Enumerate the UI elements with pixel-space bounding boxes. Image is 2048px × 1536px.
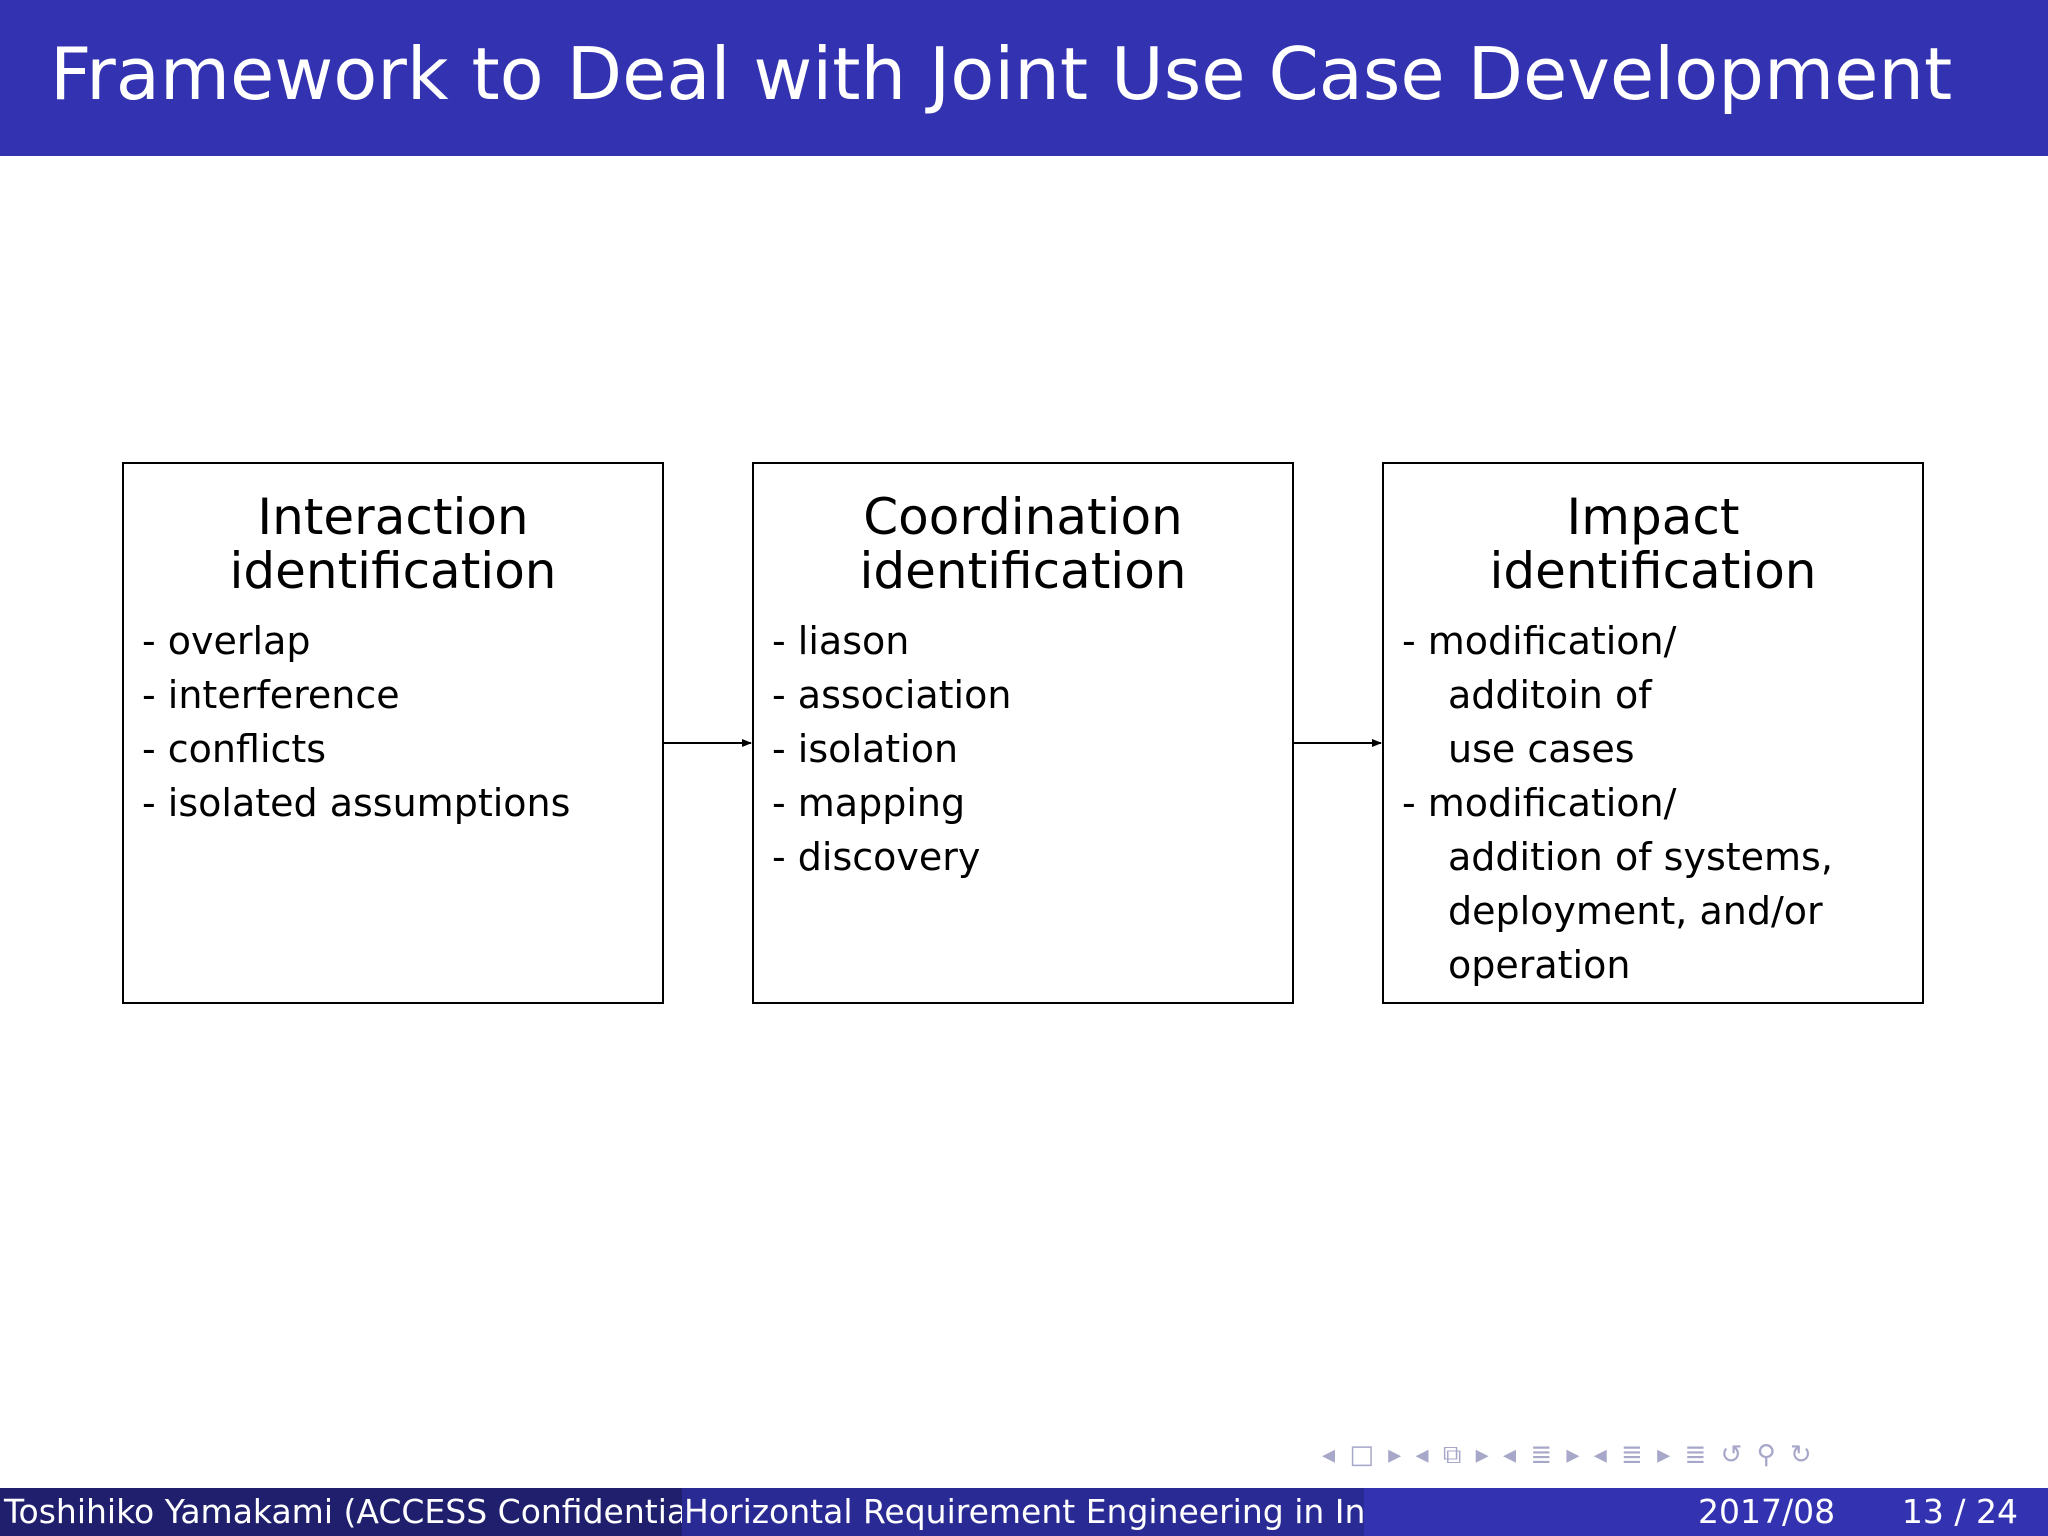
list-item: - association: [772, 673, 1012, 717]
interaction-identification-box: Interaction identification - overlap - i…: [122, 462, 664, 1004]
impact-identification-box: Impact identification - modification/ ad…: [1382, 462, 1924, 1004]
slide-title: Framework to Deal with Joint Use Case De…: [50, 32, 1953, 116]
footer-bar: Toshihiko Yamakami (ACCESS Confidential)…: [0, 1488, 2048, 1536]
box-title-line: identification: [229, 542, 557, 600]
box-title: Interaction identification: [124, 490, 662, 598]
box-title-line: Impact: [1566, 488, 1740, 546]
list-item: - conflicts: [142, 727, 327, 771]
list-item: - interference: [142, 673, 400, 717]
footer-date-page: 2017/08 13 / 24: [1364, 1488, 2048, 1536]
list-item: - isolated assumptions: [142, 781, 571, 825]
subsection-icon[interactable]: ⧉: [1442, 1440, 1462, 1470]
box-item-list: - liason - association - isolation - map…: [772, 614, 1284, 884]
title-bar: Framework to Deal with Joint Use Case De…: [0, 0, 2048, 156]
list-item: - liason: [772, 619, 910, 663]
list-item-continuation: addition of systems,: [1448, 835, 1833, 879]
nav-next-icon[interactable]: ▸: [1566, 1440, 1580, 1470]
zoom-icon[interactable]: ⚲: [1756, 1440, 1776, 1470]
box-title: Impact identification: [1384, 490, 1922, 598]
footer-author: Toshihiko Yamakami (ACCESS Confidential): [0, 1488, 682, 1536]
search-icon[interactable]: ↺: [1720, 1440, 1743, 1470]
list-item: - modification/: [1402, 781, 1677, 825]
box-item-list: - modification/ additoin of use cases - …: [1402, 614, 1914, 992]
coordination-identification-box: Coordination identification - liason - a…: [752, 462, 1294, 1004]
box-title: Coordination identification: [754, 490, 1292, 598]
box-title-line: Interaction: [257, 488, 529, 546]
box-title-line: Coordination: [863, 488, 1183, 546]
refresh-icon[interactable]: ↻: [1789, 1440, 1812, 1470]
footer-page-number: 13 / 24: [1901, 1492, 2018, 1531]
nav-prev-icon[interactable]: ◂: [1593, 1440, 1607, 1470]
box-title-line: identification: [859, 542, 1187, 600]
section-icon[interactable]: ≣: [1530, 1440, 1553, 1470]
list-item: - isolation: [772, 727, 959, 771]
nav-prev-icon[interactable]: ◂: [1503, 1440, 1517, 1470]
list-item-continuation: deployment, and/or: [1448, 889, 1823, 933]
list-item: - overlap: [142, 619, 311, 663]
nav-next-icon[interactable]: ▸: [1475, 1440, 1489, 1470]
list-item: - discovery: [772, 835, 981, 879]
footer-author-text: Toshihiko Yamakami (ACCESS Confidential): [4, 1492, 682, 1531]
box-title-line: identification: [1489, 542, 1817, 600]
nav-next-icon[interactable]: ▸: [1657, 1440, 1671, 1470]
align-icon[interactable]: ≣: [1684, 1440, 1707, 1470]
list-item-continuation: operation: [1448, 943, 1631, 987]
list-item-continuation: additoin of: [1448, 673, 1652, 717]
nav-next-icon[interactable]: ▸: [1388, 1440, 1402, 1470]
beamer-navigation-bar: ◂ □ ▸ ◂ ⧉ ▸ ◂ ≣ ▸ ◂ ≣ ▸ ≣ ↺ ⚲ ↻: [1322, 1440, 2032, 1470]
footer-date: 2017/08: [1698, 1492, 1836, 1531]
footer-talk-title: Horizontal Requirement Engineering in In…: [682, 1488, 1364, 1536]
nav-prev-icon[interactable]: ◂: [1322, 1440, 1336, 1470]
box-item-list: - overlap - interference - conflicts - i…: [142, 614, 654, 830]
list-item-continuation: use cases: [1448, 727, 1635, 771]
slide-icon[interactable]: ≣: [1621, 1440, 1643, 1470]
frame-icon[interactable]: □: [1349, 1440, 1374, 1470]
list-item: - mapping: [772, 781, 966, 825]
footer-title-text: Horizontal Requirement Engineering in In…: [684, 1492, 1364, 1531]
list-item: - modification/: [1402, 619, 1677, 663]
nav-prev-icon[interactable]: ◂: [1415, 1440, 1429, 1470]
